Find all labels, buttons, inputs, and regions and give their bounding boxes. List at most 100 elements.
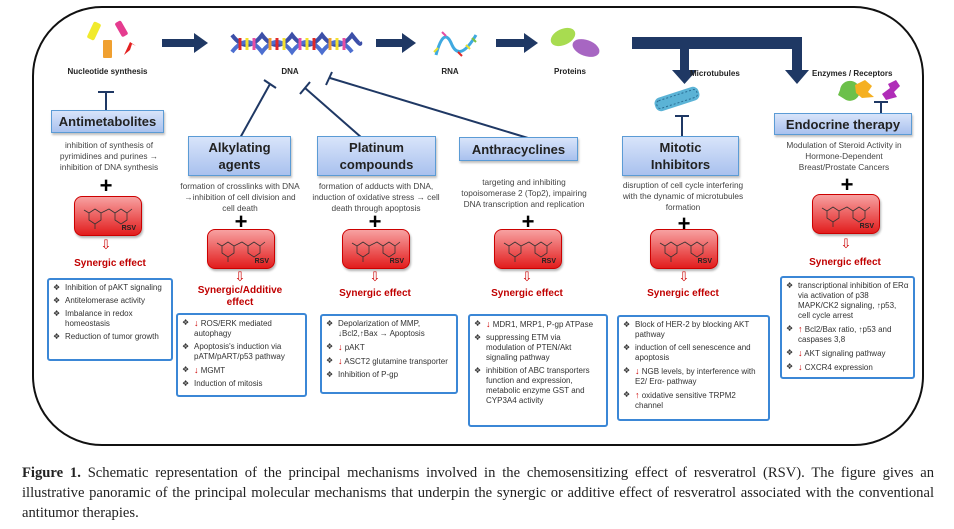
- drug-class-title: Anthracyclines: [459, 137, 578, 161]
- decrease-arrow-icon: ↓: [635, 366, 640, 376]
- diagram-frame: [32, 6, 924, 446]
- decrease-arrow-icon: ↓: [486, 319, 491, 329]
- effect-item: ❖Depolarization of MMP, ↓Bcl2,↑Bax → Apo…: [326, 319, 425, 338]
- bullet-icon: ❖: [326, 370, 334, 379]
- microtubule-icon: [654, 86, 700, 112]
- increase-arrow-icon: ↑: [798, 324, 803, 334]
- rsv-label: RSV: [697, 258, 712, 265]
- effect-item: ❖Inhibition of pAKT signaling: [53, 283, 162, 292]
- bullet-icon: ❖: [786, 324, 794, 333]
- effect-item: ❖↓ MDR1, MRP1, P-gp ATPase: [474, 319, 594, 329]
- effect-label: Synergic effect: [339, 288, 411, 299]
- plus-icon: +: [234, 209, 248, 234]
- bullet-icon: ❖: [786, 281, 794, 290]
- effect-label: Synergic effect: [74, 258, 146, 269]
- effect-item: ❖inhibition of ABC transporters function…: [474, 366, 590, 405]
- effect-item: ❖↑ oxidative sensitive TRPM2 channel: [623, 390, 736, 410]
- nucleotide-icon: [87, 20, 136, 58]
- down-arrow-icon: ⇩: [840, 236, 852, 251]
- rsv-molecule: RSV: [650, 229, 718, 269]
- drug-class-title: Endocrine therapy: [774, 113, 912, 135]
- down-arrow-icon: ⇩: [521, 269, 533, 284]
- inhibition-lines: [98, 71, 888, 139]
- decrease-arrow-icon: ↓: [338, 342, 343, 352]
- effect-item: ❖↑ Bcl2/Bax ratio, ↑p53 and caspases 3,8: [786, 324, 892, 344]
- effect-item: ❖↓ pAKT: [326, 342, 365, 352]
- bullet-icon: ❖: [182, 379, 190, 388]
- rsv-label: RSV: [859, 223, 874, 230]
- plus-icon: +: [99, 173, 113, 198]
- bullet-icon: ❖: [326, 356, 334, 365]
- effect-label: Synergic/Additive effect: [197, 285, 283, 308]
- bullet-icon: ❖: [53, 309, 61, 318]
- drug-class-title: Platinum compounds: [317, 136, 436, 176]
- drug-class-title: Antimetabolites: [51, 110, 164, 133]
- down-arrow-icon: ⇩: [234, 269, 246, 284]
- mechanism-description: inhibition of synthesis of pyrimidines a…: [59, 140, 159, 172]
- plus-icon: +: [840, 172, 854, 197]
- mechanism-description: disruption of cell cycle interfering wit…: [622, 180, 744, 212]
- effect-box: ❖Block of HER-2 by blocking AKT pathway …: [617, 315, 770, 421]
- increase-arrow-icon: ↑: [635, 390, 640, 400]
- plus-icon: +: [368, 209, 382, 234]
- rsv-label: RSV: [541, 258, 556, 265]
- bullet-icon: ❖: [623, 390, 631, 399]
- rna-label: RNA: [441, 67, 459, 76]
- plus-icon: +: [521, 209, 535, 234]
- pathway-graphics: [87, 20, 900, 139]
- effect-box: ❖Depolarization of MMP, ↓Bcl2,↑Bax → Apo…: [320, 314, 458, 394]
- rsv-molecule: RSV: [342, 229, 410, 269]
- effect-item: ❖Block of HER-2 by blocking AKT pathway: [623, 320, 750, 339]
- effect-item: ❖Apoptosis's induction via pATM/pART/p53…: [182, 342, 285, 361]
- mechanism-description: Modulation of Steroid Activity in Hormon…: [786, 140, 902, 172]
- effect-box: ❖Inhibition of pAKT signaling ❖Antitelom…: [47, 278, 173, 361]
- effect-item: ❖induction of cell senescence and apopto…: [623, 343, 751, 362]
- effect-item: ❖Imbalance in redox homeostasis: [53, 309, 133, 328]
- bullet-icon: ❖: [474, 333, 482, 342]
- rsv-molecule: RSV: [207, 229, 275, 269]
- effect-item: ❖transcriptional inhibition of ERα via a…: [786, 281, 909, 320]
- decrease-arrow-icon: ↓: [194, 365, 199, 375]
- arrow-to-dna: [162, 33, 208, 53]
- effect-box: ❖transcriptional inhibition of ERα via a…: [780, 276, 915, 379]
- effect-item: ❖Antitelomerase activity: [53, 296, 146, 305]
- bullet-icon: ❖: [786, 348, 794, 357]
- effect-item: ❖suppressing ETM via modulation of PTEN/…: [474, 333, 572, 362]
- down-arrow-icon: ⇩: [369, 269, 381, 284]
- rna-icon: [433, 31, 478, 57]
- bullet-icon: ❖: [53, 296, 61, 305]
- proteins-icon: [550, 27, 600, 57]
- effect-box: ❖↓ MDR1, MRP1, P-gp ATPase ❖suppressing …: [468, 314, 608, 427]
- bullet-icon: ❖: [182, 365, 190, 374]
- effect-item: ❖Inhibition of P-gp: [326, 370, 399, 379]
- effect-box: ❖↓ ROS/ERK mediated autophagy ❖Apoptosis…: [176, 313, 307, 397]
- enzymes-receptors-icon: [838, 80, 900, 101]
- microtubules-label: Microtubules: [690, 69, 740, 78]
- mechanism-description: targeting and inhibiting topoisomerase 2…: [461, 177, 587, 209]
- rsv-label: RSV: [121, 225, 136, 232]
- decrease-arrow-icon: ↓: [194, 318, 199, 328]
- effect-item: ❖↓ AKT signaling pathway: [786, 348, 886, 358]
- drug-class-title: Mitotic Inhibitors: [622, 136, 739, 176]
- decrease-arrow-icon: ↓: [338, 356, 343, 366]
- bullet-icon: ❖: [326, 319, 334, 328]
- bullet-icon: ❖: [53, 283, 61, 292]
- effect-item: ❖↓ ASCT2 glutamine transporter: [326, 356, 448, 366]
- rsv-molecule: RSV: [494, 229, 562, 269]
- dna-icon: [230, 31, 363, 56]
- effect-label: Synergic effect: [491, 288, 563, 299]
- mechanism-description: formation of crosslinks with DNA →inhibi…: [180, 181, 300, 213]
- decrease-arrow-icon: ↓: [798, 348, 803, 358]
- mechanism-description: formation of adducts with DNA, induction…: [312, 181, 440, 213]
- bullet-icon: ❖: [623, 366, 631, 375]
- figure-caption: Figure 1. Schematic representation of th…: [22, 463, 934, 523]
- bullet-icon: ❖: [326, 342, 334, 351]
- effect-item: ❖Reduction of tumor growth: [53, 332, 159, 341]
- rsv-molecule: RSV: [74, 196, 142, 236]
- down-arrow-icon: ⇩: [678, 269, 690, 284]
- bullet-icon: ❖: [623, 320, 631, 329]
- caption-text: Schematic representation of the principa…: [22, 465, 934, 521]
- bullet-icon: ❖: [786, 362, 794, 371]
- enzymes-receptors-label: Enzymes / Receptors: [812, 69, 893, 78]
- rsv-label: RSV: [254, 258, 269, 265]
